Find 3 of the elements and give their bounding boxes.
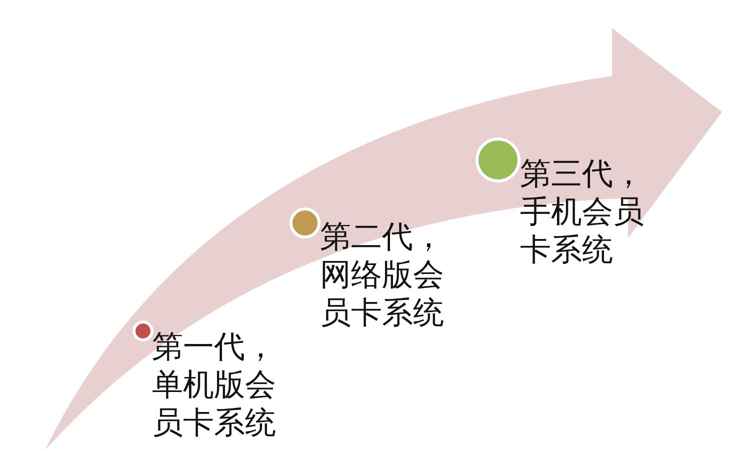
stage-label: 第一代，单机版会员卡系统	[152, 328, 277, 442]
stage-label: 第三代，手机会员卡系统	[520, 155, 645, 269]
stage-label: 第二代，网络版会员卡系统	[320, 218, 445, 332]
